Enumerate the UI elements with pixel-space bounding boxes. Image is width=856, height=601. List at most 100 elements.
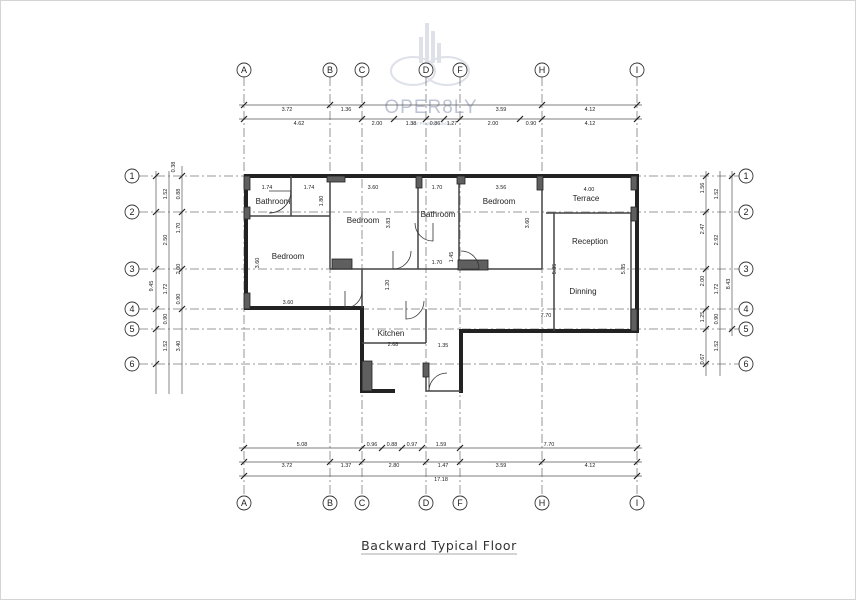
room-dim-13: 3.60	[255, 258, 261, 269]
dim-top1-0: 3.72	[282, 107, 293, 113]
dim-right-i3: 0.90	[714, 314, 720, 325]
room-dim-5: 4.00	[584, 187, 595, 193]
dim-top1-4: 4.12	[585, 107, 596, 113]
dim-top2-3: 0.86	[430, 121, 441, 127]
room-dim-7: 1.70	[432, 260, 443, 266]
grid-label-left-6: 6	[129, 359, 134, 369]
dim-left-i1: 1.70	[176, 223, 182, 234]
dim-right-i0: 1.52	[714, 189, 720, 200]
dim-bot1-2: 0.88	[387, 442, 398, 448]
dim-bot1-0: 5.08	[297, 442, 308, 448]
dim-left-small: 0.38	[171, 162, 177, 173]
grid-label-top-f: F	[457, 65, 463, 75]
grid-label-right-2: 2	[743, 207, 748, 217]
grid-label-right-3: 3	[743, 264, 748, 274]
watermark-tagline: Your Property Advisor	[409, 121, 453, 126]
dim-bot2-0: 3.72	[282, 463, 293, 469]
drawing-title: Backward Typical Floor	[361, 538, 517, 553]
bottom-dimension-chains: 5.08 0.96 0.88 0.97 1.59 7.70 3.72 1.37 …	[239, 442, 642, 483]
horizontal-grid-lines	[139, 175, 739, 365]
room-dim-0: 1.74	[262, 185, 273, 191]
dim-bot1-4: 1.59	[436, 442, 447, 448]
grid-label-top-c: C	[359, 65, 366, 75]
dim-top2-5: 2.00	[488, 121, 499, 127]
dim-bot2-4: 3.59	[496, 463, 507, 469]
dim-left-total: 9.45	[149, 281, 155, 292]
grid-label-bottom-c: C	[359, 498, 366, 508]
room-dim-16: 1.20	[385, 280, 391, 291]
grid-label-bottom-a: A	[241, 498, 247, 508]
dim-left-i4: 3.40	[176, 341, 182, 352]
grid-label-left-2: 2	[129, 207, 134, 217]
dim-left-o0: 1.52	[163, 189, 169, 200]
dim-top2-0: 4.62	[294, 121, 305, 127]
dim-right-o0: 1.56	[700, 183, 706, 194]
grid-label-right-5: 5	[743, 324, 748, 334]
grid-label-left-4: 4	[129, 304, 134, 314]
dim-bot1-5: 7.70	[544, 442, 555, 448]
room-dim-17: 1.80	[319, 196, 325, 207]
grid-label-top-a: A	[241, 65, 247, 75]
city-skyline-logo-icon	[390, 23, 470, 86]
dim-left-o2: 1.72	[163, 284, 169, 295]
grid-label-bottom-h: H	[539, 498, 546, 508]
dim-bot1-3: 0.97	[407, 442, 418, 448]
dim-right-o1: 2.47	[700, 224, 706, 235]
dim-left-i3: 0.90	[176, 294, 182, 305]
dim-right-o2: 2.00	[700, 276, 706, 287]
dim-bot2-1: 1.37	[341, 463, 352, 469]
room-label-bathroom-2: Bathroom	[421, 210, 456, 219]
left-dimension-chains: 9.45 1.52 2.50 1.72 0.90 1.52 0.38 0.88 …	[149, 162, 186, 394]
grid-label-bottom-d: D	[423, 498, 430, 508]
room-dim-12: 3.83	[386, 218, 392, 229]
dim-top2-4: 1.27	[447, 121, 458, 127]
grid-label-bottom-f: F	[457, 498, 463, 508]
left-row-labels: 1 2 3 4 5 6	[124, 168, 140, 372]
dim-bot2-3: 1.47	[438, 463, 449, 469]
room-dim-6: 3.60	[283, 300, 294, 306]
room-dim-11: 1.35	[438, 343, 449, 349]
door-swings	[268, 190, 480, 392]
grid-label-right-6: 6	[743, 359, 748, 369]
room-dim-10: 2.68	[388, 342, 399, 348]
dim-left-i2: 2.00	[176, 264, 182, 275]
dim-right-i1: 2.92	[714, 235, 720, 246]
dim-bot2-2: 2.80	[389, 463, 400, 469]
grid-label-top-b: B	[327, 65, 333, 75]
grid-label-bottom-i: I	[636, 498, 639, 508]
room-label-reception: Reception	[572, 237, 608, 246]
watermark-logo: OPER8LY Your Property Advisor	[384, 23, 477, 126]
room-dim-18: 1.45	[449, 252, 455, 263]
room-label-dinning: Dinning	[569, 287, 596, 296]
right-dimension-chains: 1.56 2.47 2.00 1.25 0.67 1.52 2.92 1.72 …	[700, 171, 736, 376]
dim-bot-total: 17.18	[434, 477, 448, 483]
right-row-labels: 1 2 3 4 5 6	[738, 168, 754, 372]
dim-right-total: 8.43	[726, 279, 732, 290]
grid-label-right-1: 1	[743, 171, 748, 181]
room-dim-1: 1.74	[304, 185, 315, 191]
watermark-brand: OPER8LY	[384, 97, 477, 118]
room-label-bedroom-3: Bedroom	[483, 197, 516, 206]
dim-bot1-1: 0.96	[367, 442, 378, 448]
room-label-bedroom-1: Bedroom	[272, 252, 305, 261]
top-column-labels: A B C D F H I	[236, 62, 645, 78]
grid-label-top-i: I	[636, 65, 639, 75]
grid-label-left-1: 1	[129, 171, 134, 181]
dim-left-o1: 2.50	[163, 235, 169, 246]
grid-label-bottom-b: B	[327, 498, 333, 508]
grid-label-left-3: 3	[129, 264, 134, 274]
dim-left-o3: 0.90	[163, 314, 169, 325]
drawing-caption: Backward Typical Floor	[361, 538, 517, 555]
structural-columns	[243, 175, 638, 392]
room-dim-14: 5.35	[552, 264, 558, 275]
bottom-column-labels: A B C D F H I	[236, 495, 645, 511]
dim-right-i2: 1.72	[714, 284, 720, 295]
room-label-kitchen: Kitchen	[378, 329, 405, 338]
room-dim-2: 3.60	[368, 185, 379, 191]
dim-bot2-5: 4.12	[585, 463, 596, 469]
dim-left-i0: 0.88	[176, 189, 182, 200]
room-dim-3: 1.70	[432, 185, 443, 191]
grid-label-right-4: 4	[743, 304, 748, 314]
dim-right-i4: 1.52	[714, 341, 720, 352]
grid-label-left-5: 5	[129, 324, 134, 334]
